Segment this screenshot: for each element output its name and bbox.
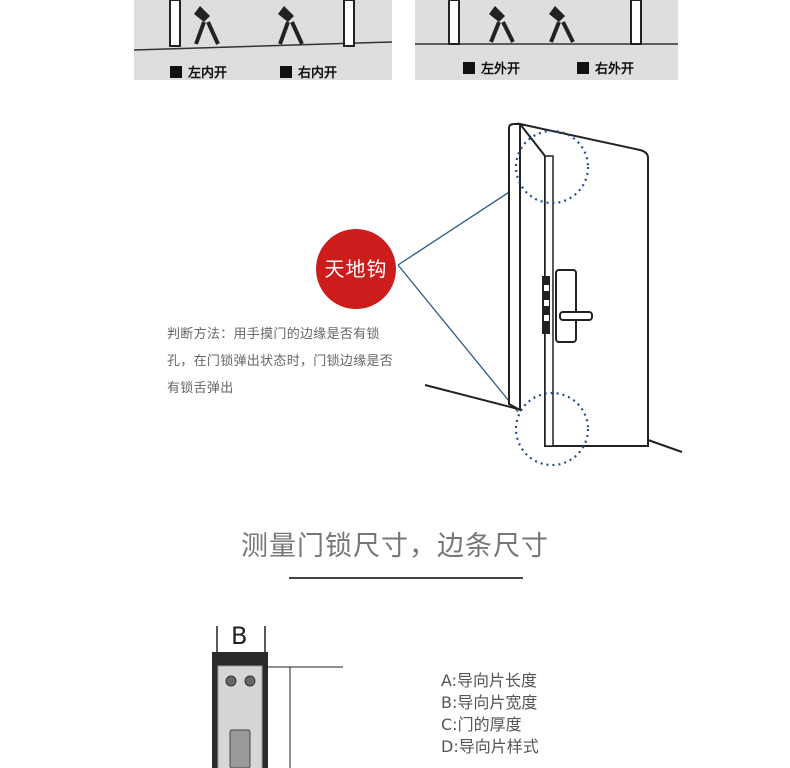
legend-item-c: C:门的厚度 [441,715,522,734]
square-icon [577,62,589,74]
latch-bolt [229,729,251,768]
outward-door-illustration [415,0,678,45]
inward-door-illustration [134,0,392,51]
callout-line-bottom [397,264,519,413]
door-type-right-outward: 右外开 [577,58,634,77]
dotted-circle-top [514,129,590,205]
door-type-panel-outward: 左外开 右外开 [415,0,678,80]
square-icon [170,66,182,78]
door-leaf [517,122,649,447]
open-door-diagram [397,122,683,467]
dimension-label-b: B [231,622,248,650]
legend-item-d: D:导向片样式 [441,737,539,756]
legend-item-b: B:导向片宽度 [441,693,538,712]
dimension-legend: A:导向片长度 B:导向片宽度 C:门的厚度 D:导向片样式 [441,670,539,758]
faceplate-measurement-diagram [212,626,343,768]
section-title: 测量门锁尺寸，边条尺寸 [241,531,549,562]
judgement-method-text: 判断方法：用手摸门的边缘是否有锁孔，在门锁弹出状态时，门锁边缘是否有锁舌弹出 [167,327,394,396]
door-type-left-inward: 左内开 [170,62,227,81]
square-icon [463,62,475,74]
top-bottom-hook-badge: 天地钩 [316,229,396,309]
door-type-panel-inward: 左内开 右内开 [134,0,392,81]
section-title-underline [289,577,523,579]
callout-line-top [397,184,521,266]
floor-line-left [424,384,523,411]
floor-line-right [647,439,683,453]
door-type-right-inward: 右内开 [280,62,337,81]
square-icon [280,66,292,78]
door-handle [559,311,593,321]
screw-hole [244,675,256,687]
legend-item-a: A:导向片长度 [441,671,538,690]
lock-escutcheon [555,269,577,343]
dotted-circle-bottom [514,391,590,467]
door-jamb [508,123,521,412]
screw-hole [225,675,237,687]
door-type-left-outward: 左外开 [463,58,520,77]
